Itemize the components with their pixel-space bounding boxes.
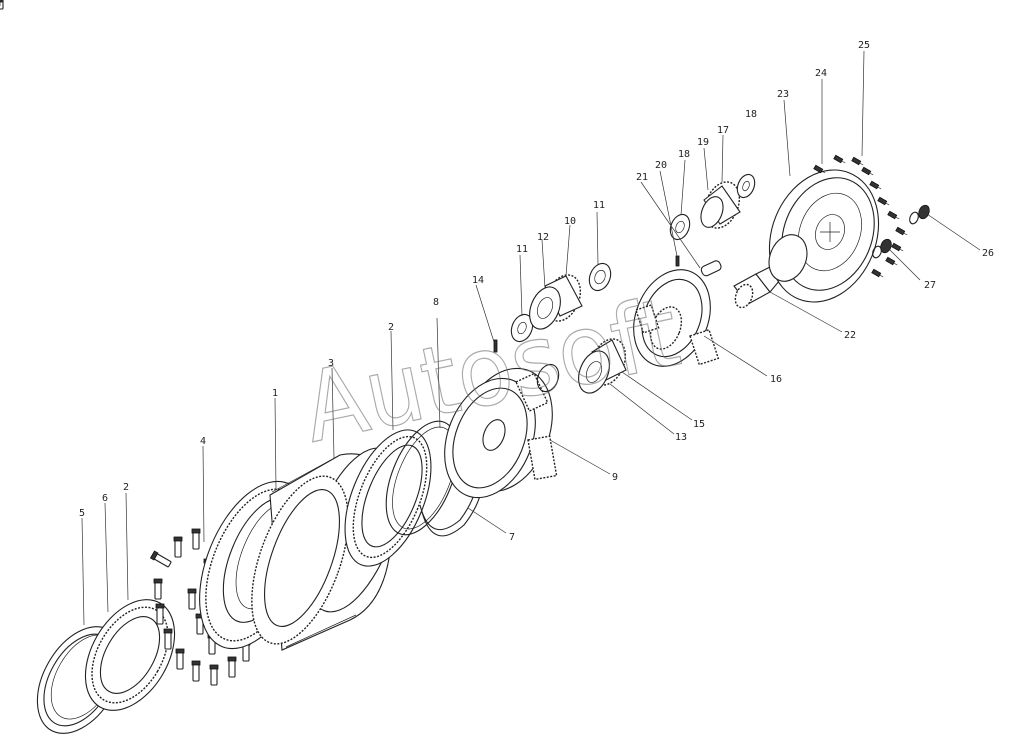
part-spacer-21 xyxy=(700,260,722,277)
label-1: 1 xyxy=(272,388,278,399)
part-labels: 1 2 2 3 4 5 6 7 8 9 10 11 11 12 13 14 15… xyxy=(79,40,994,543)
label-7: 7 xyxy=(509,532,515,543)
label-3: 3 xyxy=(328,358,334,369)
label-19: 19 xyxy=(697,137,709,148)
label-22: 22 xyxy=(844,330,856,341)
label-27: 27 xyxy=(924,280,936,291)
part-sun-shaft-22 xyxy=(733,265,781,309)
label-4: 4 xyxy=(200,436,206,447)
part-ring-2a xyxy=(385,420,459,536)
label-2: 2 xyxy=(123,482,129,493)
part-planet-gear-10 xyxy=(529,274,583,330)
label-12: 12 xyxy=(537,232,549,243)
label-16: 16 xyxy=(770,374,782,385)
label-21: 21 xyxy=(636,172,648,183)
part-cover-23 xyxy=(768,169,880,303)
label-15: 15 xyxy=(693,419,705,430)
label-5: 5 xyxy=(79,508,85,519)
label-20: 20 xyxy=(655,160,667,171)
label-25: 25 xyxy=(858,40,870,51)
part-thrust-washer xyxy=(510,313,534,343)
label-10: 10 xyxy=(564,216,576,227)
label-8: 8 xyxy=(433,297,439,308)
label-18: 18 xyxy=(745,109,757,120)
part-bearing-6 xyxy=(84,599,176,711)
label-6: 6 xyxy=(102,493,108,504)
part-bearing-3 xyxy=(344,429,432,567)
label-17: 17 xyxy=(717,125,729,136)
label-23: 23 xyxy=(777,89,789,100)
part-washer-18 xyxy=(669,173,756,241)
label-26: 26 xyxy=(982,248,994,259)
label-14: 14 xyxy=(472,275,484,286)
leader-lines xyxy=(81,50,981,626)
label-13: 13 xyxy=(675,432,687,443)
label-9: 9 xyxy=(612,472,618,483)
label-11: 11 xyxy=(516,244,528,255)
part-sun-gear-17 xyxy=(700,181,741,229)
label-18: 18 xyxy=(678,149,690,160)
part-washer-11 xyxy=(588,262,612,292)
label-24: 24 xyxy=(815,68,827,79)
part-cover-screws-24 xyxy=(0,0,909,280)
part-carrier-16 xyxy=(633,269,720,367)
part-planet-gear-13 xyxy=(536,338,627,394)
label-11: 11 xyxy=(593,200,605,211)
part-pin-14 xyxy=(493,339,498,353)
label-2: 2 xyxy=(388,322,394,333)
part-pin-20 xyxy=(675,255,680,267)
part-planet-carrier-9 xyxy=(444,367,558,499)
